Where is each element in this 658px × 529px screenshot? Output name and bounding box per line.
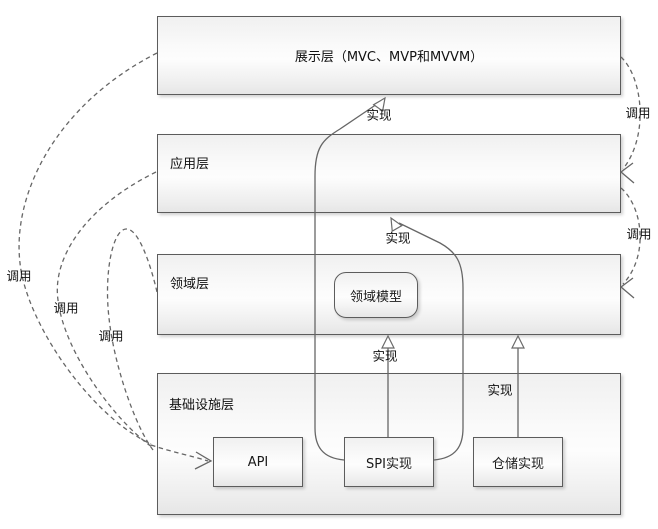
repo-impl-node: 仓储实现 (473, 437, 563, 487)
edge-label-impl-application: 实现 (385, 230, 411, 246)
edge-label-call-left-3: 调用 (98, 328, 124, 344)
api-node: API (213, 437, 303, 487)
repo-impl-label: 仓储实现 (491, 456, 544, 472)
layer-application: 应用层 (157, 134, 621, 213)
arrowhead-domain-right (619, 277, 635, 299)
edge-label-call-left-1: 调用 (6, 268, 32, 284)
edge-label-call-right-2: 调用 (626, 226, 652, 242)
layer-application-label: 应用层 (170, 157, 210, 172)
arrowhead-application-right (619, 162, 635, 184)
spi-impl-node: SPI实现 (344, 437, 434, 487)
layer-infrastructure-label: 基础设施层 (169, 398, 235, 413)
edge-label-impl-presentation: 实现 (366, 107, 392, 123)
edge-label-call-left-2: 调用 (53, 300, 79, 316)
edge-label-impl-domain-spi: 实现 (372, 348, 398, 364)
triangle-at-domain-repo (511, 334, 525, 349)
domain-model-label: 领域模型 (349, 289, 402, 305)
edge-label-impl-domain-repo: 实现 (487, 382, 513, 398)
edge-presentation-calls-api (18, 52, 158, 445)
layer-domain-label: 领域层 (170, 277, 210, 292)
edge-label-call-right-1: 调用 (625, 105, 651, 121)
domain-model-node: 领域模型 (334, 272, 418, 318)
spi-impl-label: SPI实现 (366, 456, 412, 472)
layer-presentation-label: 展示层（MVC、MVP和MVVM） (294, 50, 484, 65)
api-label: API (247, 454, 269, 470)
layer-presentation: 展示层（MVC、MVP和MVVM） (157, 16, 621, 95)
